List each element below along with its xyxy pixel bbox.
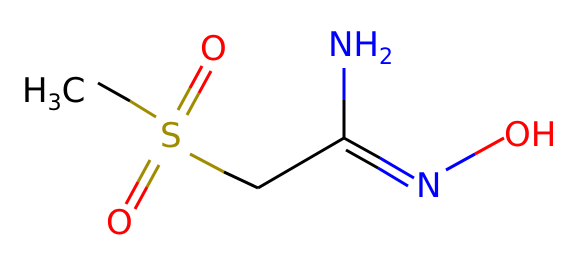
oxygen-bottom-label: O bbox=[106, 203, 133, 243]
bond-carbon-imine-2b bbox=[377, 166, 409, 188]
bond-imine-hydroxyl bbox=[445, 152, 476, 172]
amine-label: NH2 bbox=[328, 25, 393, 70]
hydroxyl-label: OH bbox=[504, 115, 556, 155]
bond-sulfur-oxygen-bottom-2b bbox=[133, 186, 149, 210]
bond-imine-hydroxyl-o bbox=[474, 136, 505, 156]
bond-methyl-sulfur-s bbox=[129, 99, 157, 119]
bond-sulfur-oxygen-bottom-2 bbox=[145, 164, 161, 188]
oxygen-top-label: O bbox=[200, 29, 227, 69]
bond-sulfur-methylene-c bbox=[223, 170, 259, 190]
atom-labels: H3C S O O NH2 N OH bbox=[22, 25, 556, 243]
bond-carbon-imine-1 bbox=[343, 136, 381, 160]
bond-carbon-imine-2 bbox=[345, 148, 379, 170]
bonds bbox=[97, 65, 505, 210]
bond-sulfur-oxygen-top-1 bbox=[176, 87, 192, 111]
bond-sulfur-oxygen-bottom-1b bbox=[124, 181, 140, 205]
bond-sulfur-oxygen-top-2 bbox=[185, 92, 201, 116]
bond-sulfur-oxygen-bottom-1 bbox=[136, 159, 152, 183]
bond-sulfur-methylene bbox=[189, 152, 225, 174]
bond-sulfur-oxygen-top-1b bbox=[188, 65, 204, 89]
bond-sulfur-oxygen-top-2b bbox=[197, 70, 213, 94]
imine-nitrogen-label: N bbox=[416, 166, 441, 206]
methyl-label: H3C bbox=[22, 71, 85, 116]
sulfur-label: S bbox=[160, 116, 182, 156]
bond-carbon-imine-1b bbox=[379, 156, 415, 180]
bond-methyl-sulfur bbox=[97, 81, 131, 103]
bond-methylene-amidine-carbon bbox=[257, 136, 345, 190]
